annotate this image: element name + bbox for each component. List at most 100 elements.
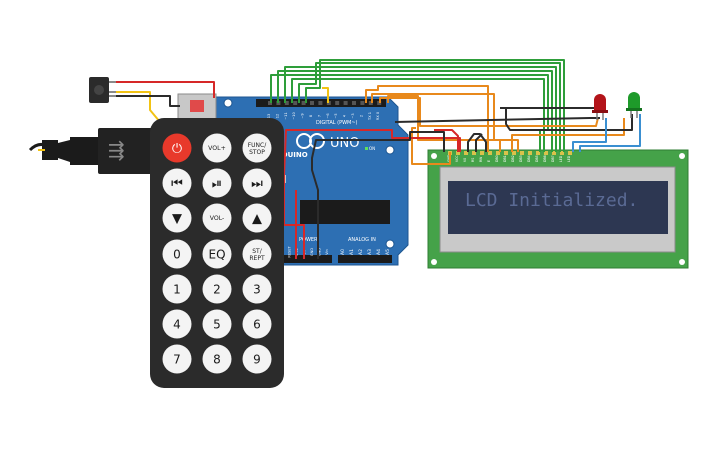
remote-button-label: ST/REPT	[249, 248, 265, 262]
remote-button-label: EQ	[208, 247, 225, 261]
digital-pin[interactable]	[293, 101, 298, 105]
digital-pin[interactable]	[360, 101, 365, 105]
lcd-pin[interactable]	[568, 151, 572, 155]
digital-pin[interactable]	[284, 101, 289, 105]
lcd-pin[interactable]	[544, 151, 548, 155]
wire-blue	[572, 118, 607, 152]
remote-button-four[interactable]: 4	[162, 309, 192, 339]
wire-yellow	[322, 87, 329, 103]
wire-orange	[411, 127, 451, 165]
digital-pin[interactable]	[343, 101, 348, 105]
on-label: ON	[369, 146, 375, 151]
remote-button-down[interactable]: ▼	[162, 203, 192, 233]
remote-button-six[interactable]: 6	[242, 309, 272, 339]
remote-button-label: 5	[213, 317, 221, 331]
remote-button-eq[interactable]: EQ	[202, 239, 232, 269]
wire-yellow	[114, 91, 161, 128]
digital-pin[interactable]	[368, 101, 373, 105]
wire-black	[475, 133, 483, 152]
lcd-pin[interactable]	[528, 151, 532, 155]
wire-green	[291, 78, 545, 152]
remote-button-seven[interactable]: 7	[162, 344, 192, 374]
wire-red	[434, 129, 459, 152]
led-red[interactable]	[592, 94, 608, 120]
remote-button-zero[interactable]: 0	[162, 239, 192, 269]
remote-button-three[interactable]: 3	[242, 274, 272, 304]
fast-forward-icon: ⏭	[251, 177, 263, 192]
analog-pin-label: A3	[367, 249, 373, 255]
digital-pin-label: ~5	[334, 113, 338, 118]
analog-pin-label: A2	[358, 249, 364, 255]
power-pin-label: Vin	[325, 249, 329, 255]
model-label: UNO	[330, 136, 359, 151]
led-green[interactable]	[626, 92, 642, 118]
remote-button-up[interactable]: ▲	[242, 203, 272, 233]
lcd-pin[interactable]	[504, 151, 508, 155]
lcd-pin-label: RS	[471, 158, 475, 162]
digital-pin[interactable]	[310, 101, 314, 105]
lcd-pin-label: DB2	[511, 155, 515, 162]
remote-button-rewind[interactable]: ⏮	[162, 168, 192, 198]
wire-black	[311, 131, 445, 259]
lcd-pin[interactable]	[456, 151, 460, 155]
wire-orange	[379, 97, 599, 127]
power-pin-label: GND	[318, 248, 322, 256]
reset-button[interactable]	[190, 100, 204, 112]
remote-button-eight[interactable]: 8	[202, 344, 232, 374]
digital-pin-label: 4	[343, 114, 347, 117]
digital-pin[interactable]	[352, 101, 356, 105]
on-led	[365, 147, 368, 150]
ir-receiver[interactable]	[89, 77, 116, 103]
remote-button-one[interactable]: 1	[162, 274, 192, 304]
lcd-pin-label: DB5	[535, 155, 539, 162]
lcd-pin[interactable]	[552, 151, 556, 155]
usb-symbol-icon: ⇶	[108, 138, 125, 162]
lcd-pin[interactable]	[536, 151, 540, 155]
analog-pin-label: A1	[349, 249, 355, 255]
remote-button-play-pause[interactable]: ⏯	[202, 168, 232, 198]
digital-pin-label: ~3	[351, 113, 355, 118]
lcd-pin[interactable]	[464, 151, 468, 155]
mounting-hole	[385, 145, 395, 155]
analog-pin-label: A4	[376, 249, 382, 255]
power-icon: ⏻	[172, 142, 182, 157]
remote-button-two[interactable]: 2	[202, 274, 232, 304]
remote-button-vol-down[interactable]: VOL-	[202, 203, 232, 233]
lcd-message: LCD Initialized.	[465, 190, 638, 211]
lcd-pin-label: VCC	[455, 155, 459, 162]
wire-black	[467, 133, 487, 152]
digital-pin-label: RX 0	[376, 112, 380, 120]
remote-button-vol-up[interactable]: VOL+	[202, 133, 232, 163]
lcd-pin[interactable]	[472, 151, 476, 155]
lcd-pin[interactable]	[480, 151, 484, 155]
remote-button-nine[interactable]: 9	[242, 344, 272, 374]
remote-button-label: 6	[253, 317, 261, 331]
wire-green	[270, 74, 549, 152]
usb-cable[interactable]: ⇶	[28, 128, 166, 174]
lcd-pin-label: DB6	[543, 155, 547, 162]
digital-pin[interactable]	[335, 101, 340, 105]
remote-button-fast-forward[interactable]: ⏭	[242, 168, 272, 198]
lcd-pin[interactable]	[496, 151, 500, 155]
remote-button-st-rept[interactable]: ST/REPT	[242, 239, 272, 269]
mounting-hole	[385, 239, 395, 249]
digital-pin[interactable]	[318, 101, 323, 105]
wire-orange	[371, 93, 501, 152]
wire-black	[114, 95, 180, 107]
lcd-pin[interactable]	[560, 151, 564, 155]
remote-button-func-stop[interactable]: FUNC/STOP	[242, 133, 272, 163]
lcd-pin[interactable]	[520, 151, 524, 155]
remote-button-five[interactable]: 5	[202, 309, 232, 339]
digital-pin-label: ~10	[292, 112, 296, 119]
lcd-pin[interactable]	[488, 151, 492, 155]
lcd-pin[interactable]	[512, 151, 516, 155]
remote-button-label: 7	[173, 352, 181, 366]
wire-green	[284, 66, 557, 152]
digital-pin[interactable]	[301, 101, 306, 105]
remote-button-power[interactable]: ⏻	[162, 133, 192, 163]
